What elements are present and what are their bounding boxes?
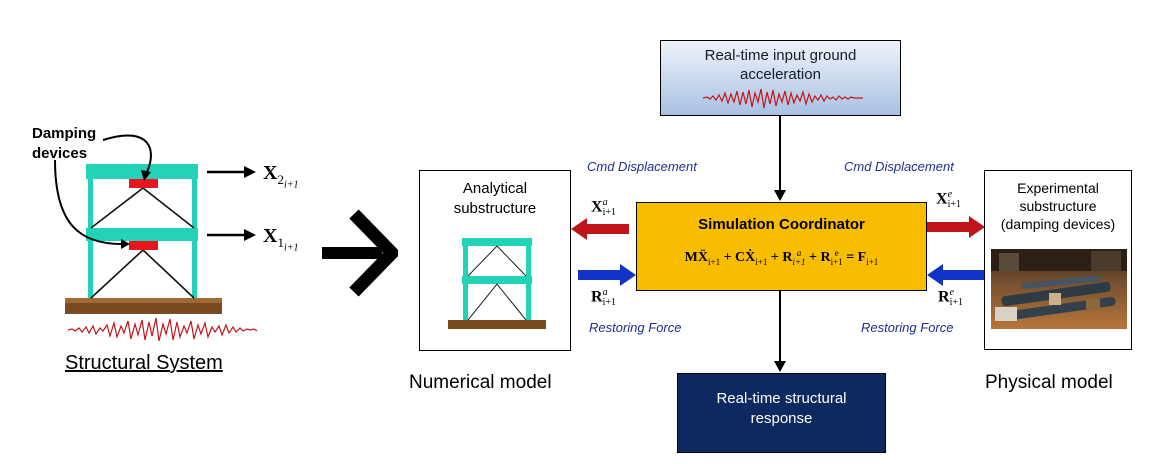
lab-photo [991,249,1127,329]
analytical-substructure-title: Analytical substructure [453,180,537,217]
cmd-displacement-right-label: Cmd Displacement [844,159,954,174]
analytical-frame-icon [448,238,546,329]
dof-bottom-label: X1i+1 [263,225,299,254]
ground-motion-signal [67,317,258,342]
restoring-force-right-arrow [927,264,985,286]
input-box-text: Real-time input ground acceleration [704,47,857,83]
big-right-arrow-icon [322,209,398,297]
experimental-substructure-title: Experimental substructure (damping devic… [1000,180,1116,232]
coordinator-title: Simulation Coordinator [698,216,865,233]
damper-bottom [129,241,158,250]
restoring-force-left-label: Restoring Force [589,320,682,335]
simulation-coordinator-box: Simulation Coordinator MẌi+1 + CẊi+1 + R… [636,202,927,291]
restoring-force-left-arrow [578,264,636,286]
frame-beam-bottom [86,228,198,241]
physical-model-caption: Physical model [985,372,1113,393]
damping-devices-label: Damping devices [32,125,97,162]
analytical-substructure-box: Analytical substructure [419,170,571,351]
input-acceleration-signal [703,88,863,109]
cmd-displacement-left-label: Cmd Displacement [587,159,697,174]
output-box-text: Real-time structural response [716,390,847,427]
dof-top-label: X2i+1 [263,162,299,191]
coordinator-to-output-arrow [774,291,786,372]
experimental-substructure-box: Experimental substructure (damping devic… [984,170,1132,350]
cmd-displacement-left-arrow [571,218,629,240]
structural-response-box: Real-time structural response [677,373,886,453]
restoring-force-right-label: Restoring Force [861,320,954,335]
cmd-displacement-right-arrow [927,216,985,238]
numerical-model-caption: Numerical model [409,372,552,393]
input-to-coordinator-arrow [774,116,786,201]
structural-system-caption: Structural System [65,352,223,374]
damper-top [129,179,158,188]
input-ground-acceleration-box: Real-time input ground acceleration [660,40,901,116]
structural-system-figure [54,134,258,342]
